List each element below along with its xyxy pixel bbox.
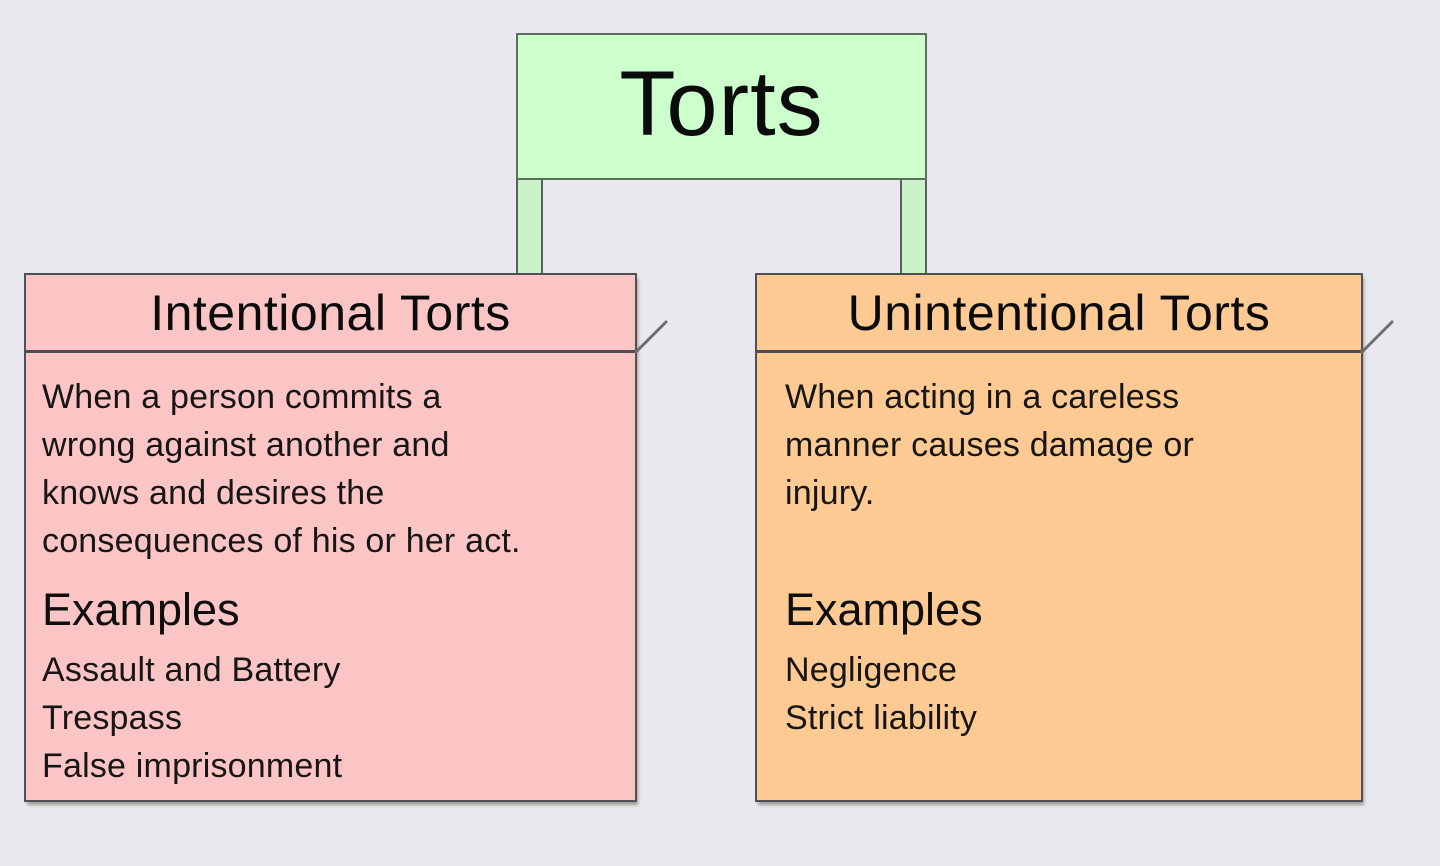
text-line: wrong against another and (42, 426, 450, 464)
card-title: Unintentional Torts (847, 284, 1271, 341)
text-line: When acting in a careless (785, 378, 1180, 416)
card-description: When a person commits a wrong against ano… (26, 373, 625, 565)
text-line: False imprisonment (42, 747, 343, 785)
root-node-label: Torts (619, 52, 824, 155)
card-unintentional-torts: Unintentional Torts When acting in a car… (755, 273, 1363, 802)
text-line: knows and desires the (42, 474, 385, 512)
connector-left (516, 180, 543, 273)
card-description: When acting in a careless manner causes d… (757, 373, 1351, 517)
card-header: Unintentional Torts (757, 275, 1361, 353)
text-line: manner causes damage or (785, 426, 1195, 464)
text-line: When a person commits a (42, 378, 442, 416)
corner-flourish-left (634, 320, 668, 354)
text-line: Strict liability (785, 699, 978, 737)
text-line: Assault and Battery (42, 651, 341, 689)
text-line: Negligence (785, 651, 958, 689)
connector-right (900, 180, 927, 273)
text-line: injury. (785, 474, 875, 512)
text-line: consequences of his or her act. (42, 522, 521, 560)
corner-flourish-right (1360, 320, 1394, 354)
card-intentional-torts: Intentional Torts When a person commits … (24, 273, 637, 802)
card-title: Intentional Torts (150, 284, 511, 341)
text-line: Trespass (42, 699, 183, 737)
examples-heading: Examples (785, 584, 983, 635)
examples-heading: Examples (42, 584, 240, 635)
card-header: Intentional Torts (26, 275, 635, 353)
root-node-torts: Torts (516, 33, 927, 180)
